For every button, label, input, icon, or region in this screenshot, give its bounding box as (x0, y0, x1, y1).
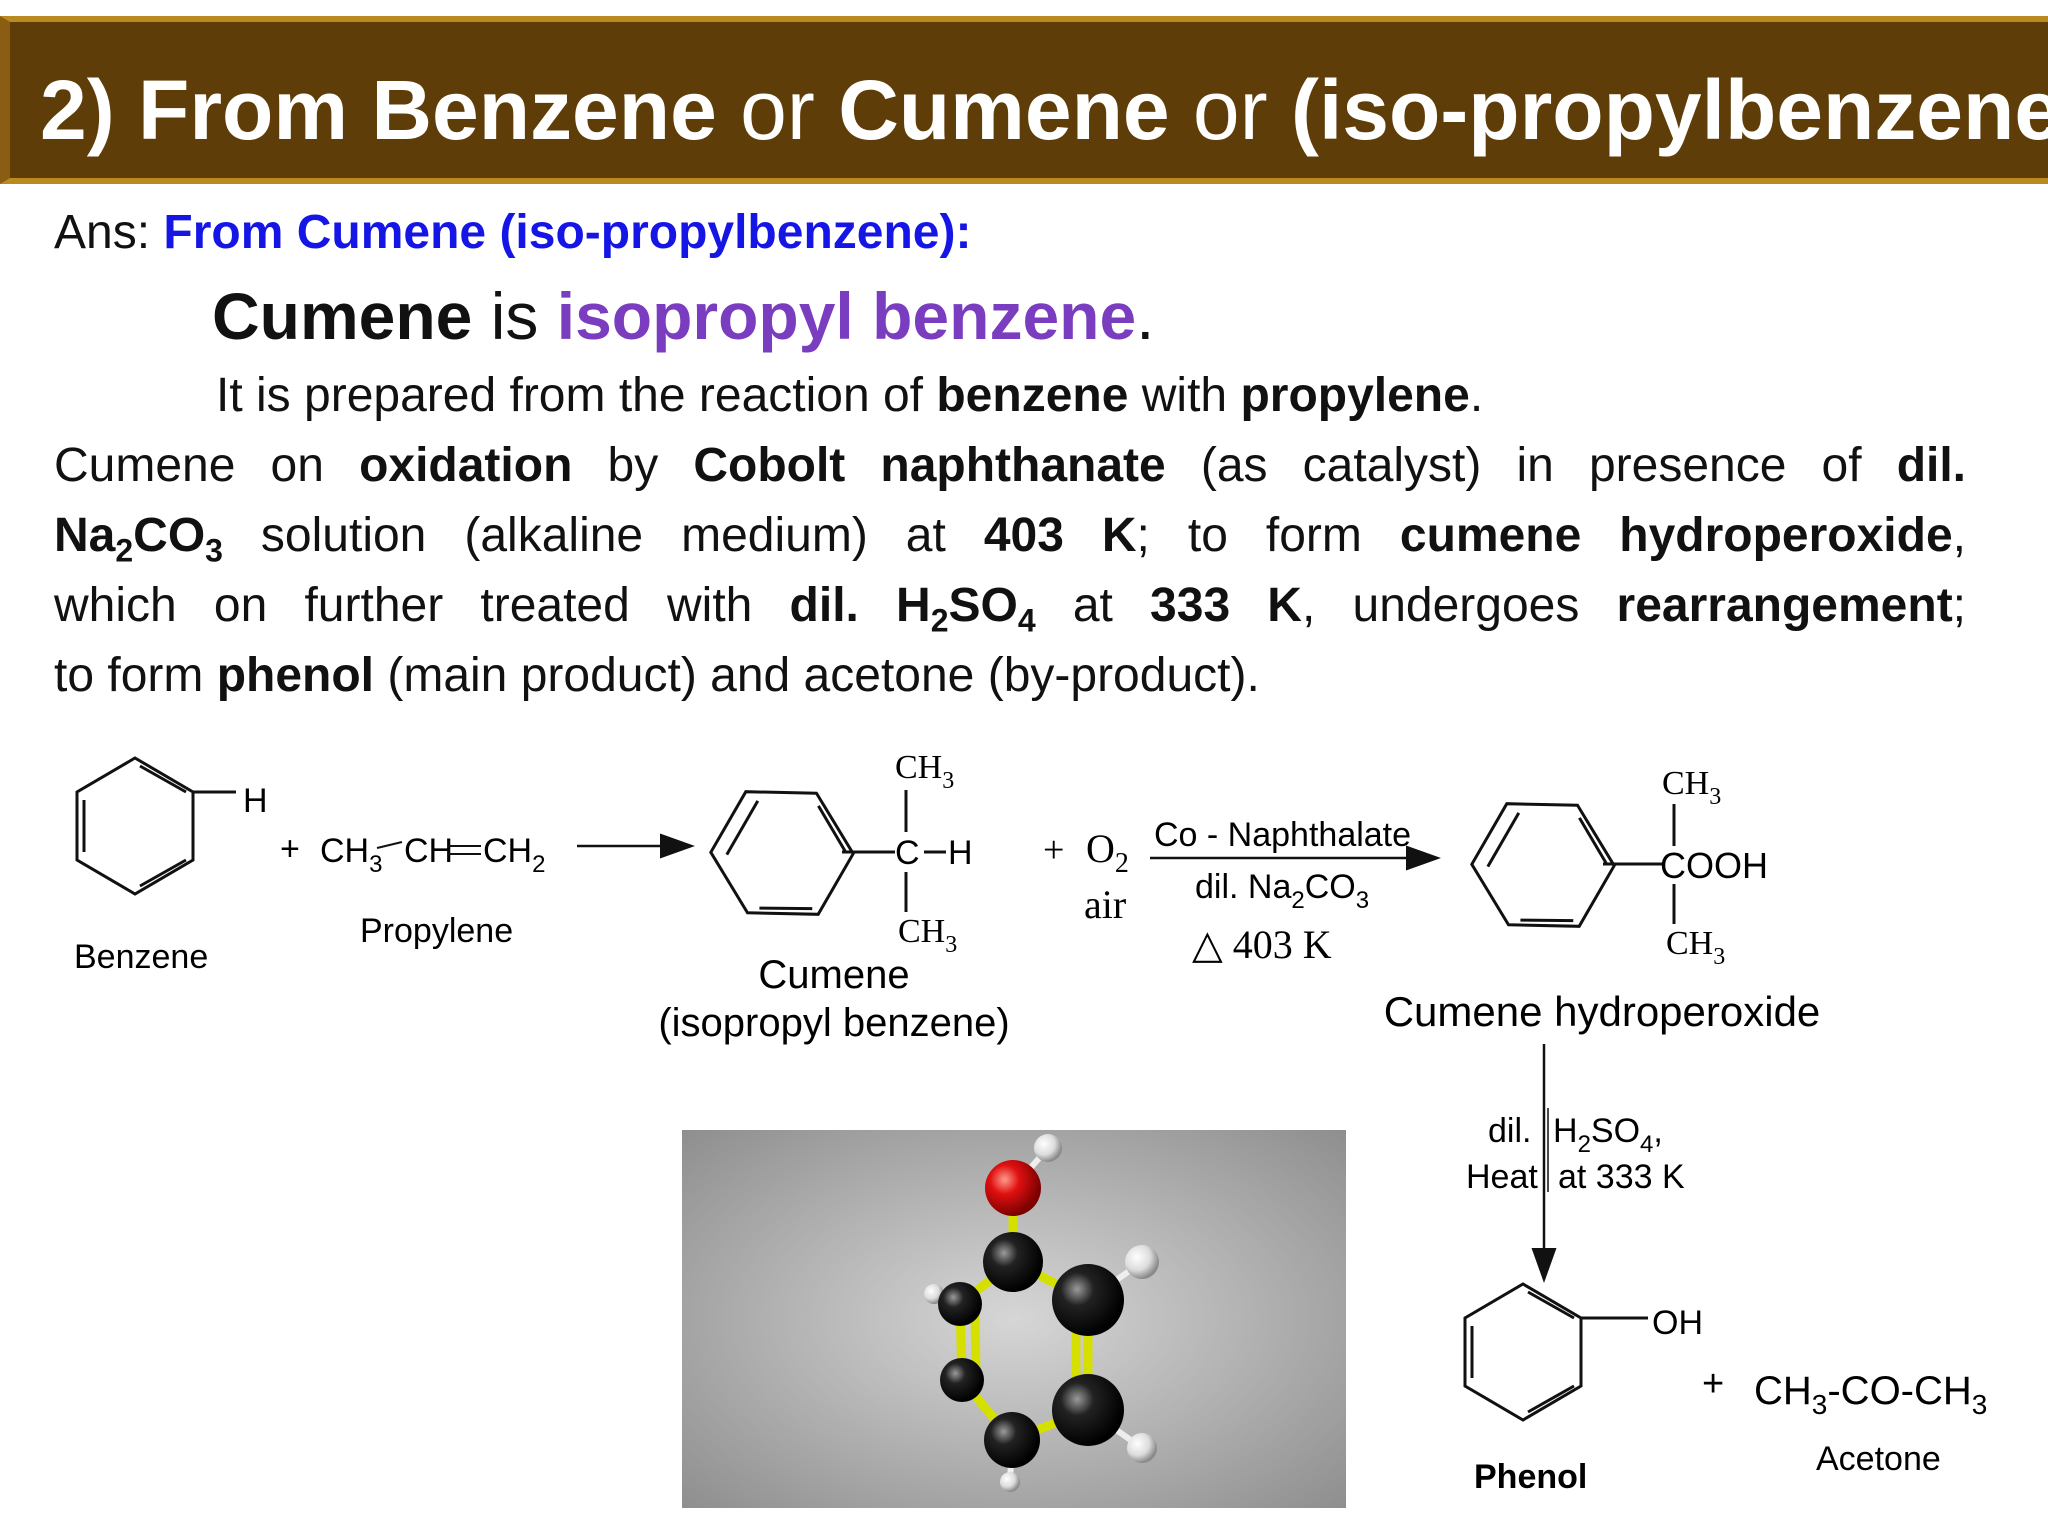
para-text: ; to form (1136, 509, 1400, 562)
title-part-cumene: Cumene (838, 63, 1170, 157)
para-bold: Cobolt naphthanate (693, 439, 1166, 492)
cumene-ch3-bottom: CH3 (898, 913, 957, 958)
isopropyl-benzene-word: isopropyl benzene (556, 279, 1137, 353)
paragraph-line-1: Cumene on oxidation by Cobolt naphthanat… (54, 438, 1966, 493)
title-part-isopropylbenzene: (iso-propylbenzene): (1290, 63, 2048, 157)
reagent-na2co3: dil. Na2CO3 (1195, 868, 1369, 914)
acetone-formula: CH3-CO-CH3 (1754, 1369, 1987, 1420)
answer-highlight: From Cumene (iso-propylbenzene): (163, 206, 972, 259)
is-word: is (472, 279, 557, 353)
para-sub: 3 (205, 532, 223, 569)
para-text: (as catalyst) in presence of (1165, 439, 1897, 492)
para-bold: oxidation (359, 439, 573, 492)
plus-sign: + (1702, 1363, 1724, 1405)
title-or: or (1169, 63, 1291, 157)
propylene-ch: CH (404, 832, 453, 870)
acetone-label: Acetone (1816, 1440, 1941, 1478)
paragraph-line-2: Na2CO3 solution (alkaline medium) at 403… (54, 508, 1966, 570)
plus-sign: + (1043, 829, 1064, 871)
para-text: at (1035, 579, 1151, 632)
para-text: solution (alkaline medium) at (222, 509, 984, 562)
hydroperoxide-ch3-bottom: CH3 (1666, 925, 1725, 970)
propylene-ch2: CH2 (483, 832, 545, 878)
para-bold: phenol (216, 649, 375, 702)
prep-benzene: benzene (936, 369, 1129, 422)
para-text: by (572, 439, 694, 492)
cumene-word: Cumene (212, 279, 473, 353)
reagent-temperature: △ 403 K (1192, 922, 1332, 967)
phenol-3d-model-image (682, 1130, 1346, 1508)
reagent-catalyst: Co - Naphthalate (1154, 816, 1411, 854)
para-text: to form (54, 649, 217, 702)
para-sub: 2 (930, 602, 949, 639)
title-part-benzene: 2) From Benzene (40, 63, 717, 157)
step2-temperature: at 333 K (1558, 1158, 1685, 1196)
answer-prefix: Ans: (54, 206, 164, 259)
hydroperoxide-ch3-top: CH3 (1662, 765, 1721, 810)
step2-h2so4: H2SO4, (1553, 1112, 1663, 1158)
cumene-structure (709, 790, 946, 916)
cumene-c: C (895, 834, 920, 872)
air-label: air (1084, 882, 1126, 927)
step2-dil: dil. (1488, 1112, 1531, 1150)
preparation-sentence: It is prepared from the reaction of benz… (216, 368, 1483, 423)
para-sub: 2 (115, 532, 134, 569)
para-text: Cumene on (54, 439, 360, 492)
para-bold: dil. (1896, 439, 1967, 492)
cumene-label-sub: (isopropyl benzene) (658, 1001, 1009, 1045)
benzene-structure (75, 756, 236, 896)
cumene-ch3-top: CH3 (895, 749, 954, 794)
para-bold: dil. H (789, 579, 931, 632)
title-bar: 2) From Benzene or Cumene or (iso-propyl… (0, 16, 2048, 184)
prep-text: It is prepared from the reaction of (216, 369, 937, 422)
hydroperoxide-label: Cumene hydroperoxide (1384, 988, 1821, 1035)
cumene-label: Cumene (758, 953, 909, 997)
benzene-h: H (243, 782, 268, 820)
para-bold: rearrangement (1616, 579, 1953, 632)
para-bold: CO (133, 509, 206, 562)
para-sub: 4 (1017, 602, 1036, 639)
para-text: (main product) and acetone (by-product). (374, 649, 1260, 702)
hydroperoxide-cooh: COOH (1660, 845, 1768, 886)
para-bold: Na (54, 509, 116, 562)
para-text: , (1952, 509, 1967, 562)
para-bold: SO (948, 579, 1018, 632)
title-or: or (716, 63, 839, 157)
phenol-structure (1463, 1282, 1648, 1422)
para-bold: 403 K (983, 509, 1137, 562)
oxygen: O2 (1086, 826, 1129, 879)
prep-text: with (1128, 369, 1241, 422)
para-text: , undergoes (1301, 579, 1617, 632)
paragraph-line-4: to form phenol (main product) and aceton… (54, 648, 1966, 703)
prep-text: . (1469, 369, 1484, 422)
slide-title: 2) From Benzene or Cumene or (iso-propyl… (40, 62, 2048, 159)
benzene-label: Benzene (74, 938, 208, 976)
plus-sign: + (280, 830, 300, 868)
propylene-ch3: CH3 (320, 832, 382, 878)
para-bold: 333 K (1150, 579, 1302, 632)
para-bold: cumene hydroperoxide (1399, 509, 1953, 562)
cumene-definition: Cumene is isopropyl benzene. (212, 278, 1155, 354)
prep-propylene: propylene (1240, 369, 1470, 422)
step2-heat: Heat (1466, 1158, 1538, 1196)
paragraph-line-3: which on further treated with dil. H2SO4… (54, 578, 1966, 640)
answer-heading: Ans: From Cumene (iso-propylbenzene): (54, 205, 971, 260)
para-text: which on further treated with (54, 579, 790, 632)
phenol-label: Phenol (1474, 1458, 1587, 1496)
period: . (1136, 279, 1155, 353)
propylene-label: Propylene (360, 912, 513, 950)
para-text: ; (1952, 579, 1967, 632)
phenol-oh: OH (1652, 1304, 1703, 1342)
cumene-h: H (948, 834, 973, 872)
cumene-hydroperoxide-structure (1470, 802, 1676, 928)
